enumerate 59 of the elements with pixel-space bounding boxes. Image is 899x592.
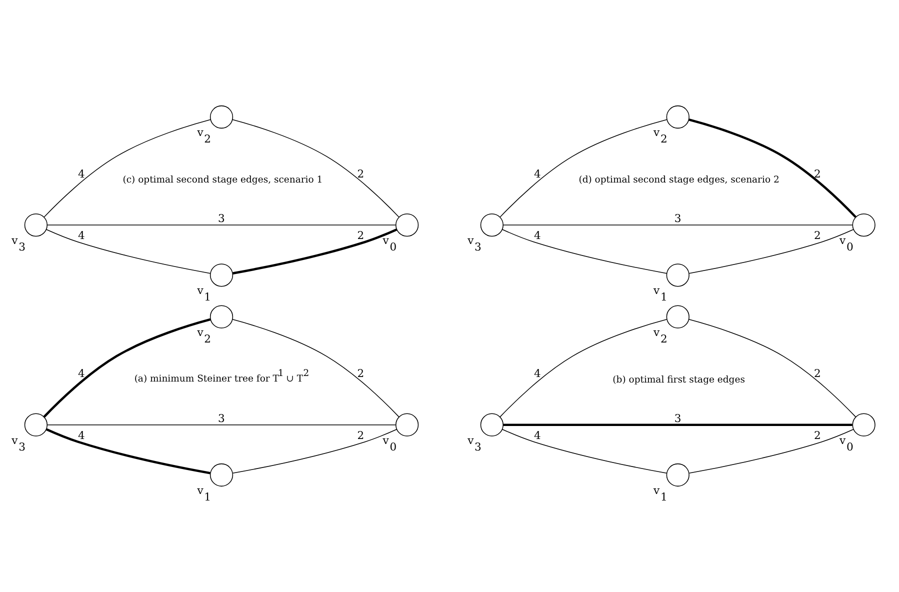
node-circle	[396, 413, 419, 436]
edge-label: 4	[78, 367, 85, 380]
connector	[500, 119, 668, 218]
connector	[44, 119, 211, 218]
edge-label: 3	[218, 412, 225, 425]
connector	[43, 318, 211, 418]
connector	[46, 428, 210, 474]
edge-label: 2	[357, 229, 364, 242]
node-circle	[210, 463, 234, 487]
edge-label: 4	[534, 229, 541, 242]
connector	[232, 228, 398, 274]
node-circle	[396, 213, 419, 237]
connector	[502, 428, 667, 474]
node-circle	[480, 413, 504, 436]
connector	[232, 119, 400, 218]
edge-label: 3	[674, 412, 682, 425]
connector	[502, 229, 667, 274]
edge-label: 4	[78, 428, 85, 442]
connector	[503, 424, 852, 426]
connector	[688, 319, 856, 418]
node-circle	[480, 213, 504, 237]
node-circle	[210, 264, 234, 287]
edge-label: 4	[534, 428, 541, 442]
node-circle	[852, 413, 876, 436]
edge-label: 2	[814, 167, 821, 180]
label: (d) optimal second stage edges, scenario 2	[578, 174, 780, 186]
label: (b) optimal first stage edges	[612, 374, 745, 386]
node-circle	[852, 213, 876, 237]
edge-label: 4	[78, 229, 85, 242]
label: (c) optimal second stage edges, scenario 1	[122, 174, 323, 186]
node-circle	[210, 105, 234, 129]
node-circle	[666, 105, 690, 129]
edge-label: 3	[218, 212, 225, 226]
node-circle	[666, 463, 690, 487]
edge-label: 2	[814, 367, 821, 380]
connector	[232, 428, 397, 474]
edge-label: 2	[357, 367, 364, 380]
connector	[47, 224, 396, 226]
edge-label: 4	[78, 167, 85, 180]
node-circle	[24, 213, 48, 237]
edge-label: 3	[674, 212, 682, 226]
edge-label: 4	[534, 367, 541, 380]
connector	[46, 229, 211, 274]
node-circle	[24, 413, 48, 436]
edge-label: 4	[534, 167, 541, 180]
connector	[688, 229, 854, 274]
edge-label: 2	[357, 167, 364, 180]
node-circle	[666, 264, 690, 287]
edge-label: 2	[814, 428, 821, 442]
node-circle	[210, 305, 234, 328]
connector	[47, 424, 396, 426]
edge-label: 2	[814, 229, 821, 242]
connector	[500, 319, 668, 418]
connector	[688, 428, 854, 474]
connector	[502, 224, 853, 226]
node-circle	[666, 305, 690, 328]
connector	[232, 319, 400, 418]
edge-label: 2	[357, 428, 364, 442]
connector	[688, 118, 856, 218]
